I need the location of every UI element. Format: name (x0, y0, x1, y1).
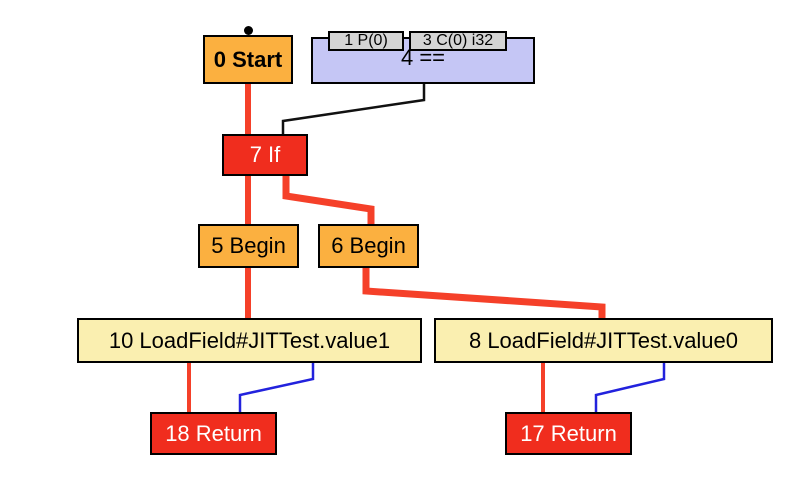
node-loadfield-value1[interactable]: 10 LoadField#JITTest.value1 (77, 318, 422, 363)
node-compare-label: 4 == (400, 44, 446, 70)
edge-begin6-to-load8 (362, 266, 606, 320)
port-constant-c0[interactable]: 3 C(0) i32 (409, 31, 507, 51)
start-anchor-dot (244, 26, 253, 35)
node-return-17[interactable]: 17 Return (505, 412, 632, 455)
node-if-label: 7 If (249, 142, 281, 167)
edge-if-to-begin6 (282, 174, 375, 226)
node-start-label: 0 Start (213, 46, 283, 72)
port-constant-c0-label: 3 C(0) i32 (422, 32, 494, 49)
node-begin-5[interactable]: 5 Begin (198, 224, 299, 268)
node-begin-6-label: 6 Begin (331, 233, 406, 258)
node-return-17-label: 17 Return (520, 420, 617, 446)
node-loadfield-value0-label: 8 LoadField#JITTest.value0 (468, 327, 739, 353)
port-parameter-p0[interactable]: 1 P(0) (328, 31, 404, 51)
node-start[interactable]: 0 Start (203, 35, 293, 84)
node-return-18-label: 18 Return (165, 420, 262, 446)
node-loadfield-value0[interactable]: 8 LoadField#JITTest.value0 (434, 318, 773, 363)
node-begin-6[interactable]: 6 Begin (318, 224, 419, 268)
port-parameter-p0-label: 1 P(0) (344, 32, 388, 49)
edge-load8-data-to-ret17 (594, 361, 666, 414)
edge-load10-data-to-ret18 (238, 361, 315, 414)
node-compare-body: 4 == (313, 39, 533, 82)
node-begin-5-label: 5 Begin (211, 233, 286, 258)
node-loadfield-value1-label: 10 LoadField#JITTest.value1 (108, 327, 391, 353)
node-if[interactable]: 7 If (222, 134, 308, 176)
edge-cmp-to-if (281, 84, 426, 136)
node-return-18[interactable]: 18 Return (150, 412, 277, 455)
